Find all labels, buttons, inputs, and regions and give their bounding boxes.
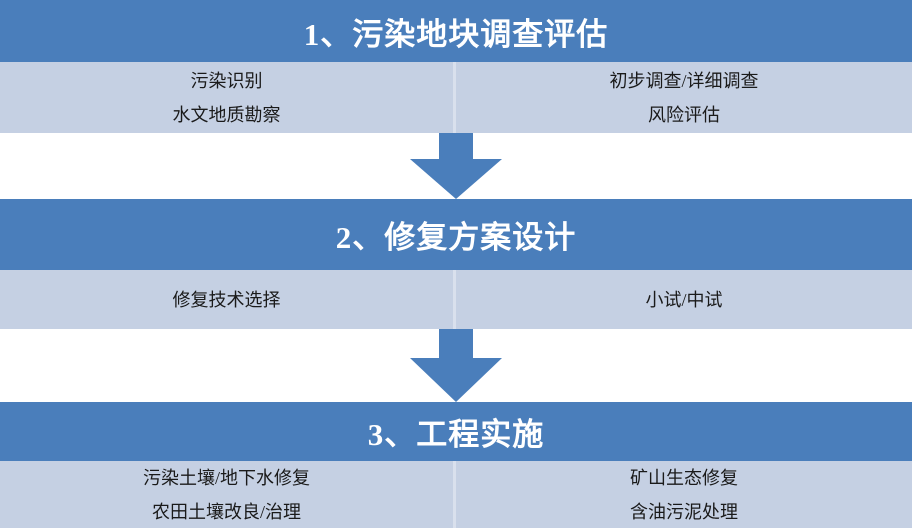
stage-2-header: 2、修复方案设计 [0, 199, 912, 270]
stage-3-left-item-2: 农田土壤改良/治理 [151, 501, 301, 522]
stage-1-column-right: 初步调查/详细调查 风险评估 [456, 62, 912, 133]
stage-3-column-right: 矿山生态修复 含油污泥处理 [456, 461, 912, 528]
arrow-stage2-to-stage3-icon [410, 329, 502, 402]
stage-2-column-right: 小试/中试 [456, 270, 912, 329]
stage-3-left-item-1: 污染土壤/地下水修复 [142, 467, 310, 488]
stage-1-right-item-2: 风险评估 [648, 104, 720, 125]
stage-1-column-left: 污染识别 水文地质勘察 [0, 62, 456, 133]
stage-3-column-left: 污染土壤/地下水修复 农田土壤改良/治理 [0, 461, 456, 528]
stage-1-header: 1、污染地块调查评估 [0, 0, 912, 62]
stage-3-title: 3、工程实施 [367, 417, 545, 452]
right-margin-strip [912, 0, 916, 528]
stage-2-title: 2、修复方案设计 [335, 220, 577, 255]
stage-3-body: 污染土壤/地下水修复 农田土壤改良/治理 矿山生态修复 含油污泥处理 [0, 461, 912, 528]
stage-1-right-item-1: 初步调查/详细调查 [609, 70, 759, 91]
stage-2-body: 修复技术选择 小试/中试 [0, 270, 912, 329]
stage-2-right-item-1: 小试/中试 [645, 289, 723, 310]
stage-3-right-item-2: 含油污泥处理 [630, 501, 738, 522]
stage-2-column-left: 修复技术选择 [0, 270, 456, 329]
stage-3-header: 3、工程实施 [0, 402, 912, 461]
arrow-stage1-to-stage2-icon [410, 133, 502, 199]
stage-1-left-item-2: 水文地质勘察 [172, 104, 281, 125]
stage-1-title: 1、污染地块调查评估 [303, 16, 609, 52]
down-arrow-icon [410, 329, 502, 402]
stage-3-right-item-1: 矿山生态修复 [630, 467, 738, 488]
stage-2-left-item-1: 修复技术选择 [172, 289, 281, 310]
down-arrow-icon [410, 133, 502, 199]
stage-1-left-item-1: 污染识别 [190, 70, 263, 91]
stage-1-body: 污染识别 水文地质勘察 初步调查/详细调查 风险评估 [0, 62, 912, 133]
